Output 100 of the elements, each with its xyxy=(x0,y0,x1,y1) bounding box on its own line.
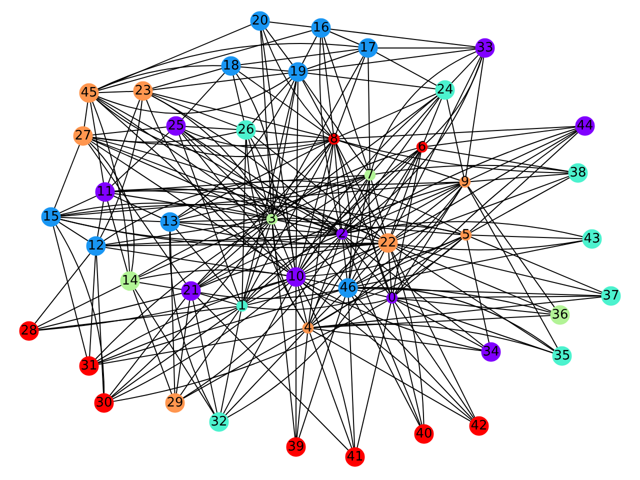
connector xyxy=(178,224,380,245)
connector xyxy=(296,80,298,268)
connector xyxy=(394,302,474,419)
connector xyxy=(184,129,330,149)
connector xyxy=(298,286,308,324)
connector xyxy=(276,218,462,236)
connector xyxy=(354,294,474,420)
connector xyxy=(52,225,88,358)
connector xyxy=(356,287,552,313)
node-circle: 1 xyxy=(236,300,248,312)
connector xyxy=(394,130,578,295)
connector xyxy=(254,130,330,139)
connector xyxy=(96,278,288,362)
connector xyxy=(276,95,438,216)
node-circle: 0 xyxy=(386,292,398,304)
node-circle: 11 xyxy=(95,182,115,202)
node-circle: 36 xyxy=(550,305,570,325)
connector xyxy=(370,179,386,235)
connector xyxy=(182,330,304,399)
node-circle: 10 xyxy=(286,267,306,287)
connector xyxy=(184,126,238,130)
connector xyxy=(394,186,463,294)
connector xyxy=(450,54,480,84)
connector xyxy=(368,180,390,294)
connector xyxy=(390,251,424,426)
node-circle: 14 xyxy=(120,271,140,291)
connector xyxy=(470,173,570,182)
connector xyxy=(200,290,340,299)
connector xyxy=(262,29,331,136)
connector xyxy=(330,28,476,48)
connector xyxy=(423,98,442,143)
node-circle: 2 xyxy=(336,228,348,240)
connector xyxy=(92,136,330,146)
connector xyxy=(276,148,418,216)
node-circle: 34 xyxy=(481,342,501,362)
node-circle: 27 xyxy=(73,126,93,146)
connector xyxy=(470,177,570,233)
connector xyxy=(104,219,268,246)
node-circle: 8 xyxy=(328,133,340,145)
connector xyxy=(334,144,342,230)
connector xyxy=(468,186,556,308)
connector xyxy=(395,238,463,296)
connector xyxy=(302,282,388,306)
node-circle: 18 xyxy=(221,56,241,76)
node-circle: 21 xyxy=(181,281,201,301)
connector xyxy=(246,248,381,306)
connector xyxy=(224,331,305,416)
connector xyxy=(89,254,96,358)
connector xyxy=(276,176,366,218)
connector xyxy=(60,218,380,248)
connector xyxy=(446,98,464,178)
connector xyxy=(312,237,462,326)
connector xyxy=(104,246,288,276)
connector xyxy=(396,240,584,250)
connector xyxy=(356,236,462,285)
connector xyxy=(98,328,304,365)
connector xyxy=(242,138,246,302)
connector xyxy=(137,176,366,277)
connector xyxy=(312,324,554,354)
connector xyxy=(302,237,339,272)
node-circle: 35 xyxy=(552,346,572,366)
connector xyxy=(243,223,271,302)
connector xyxy=(265,28,293,66)
connector xyxy=(469,132,579,232)
connector xyxy=(199,293,238,306)
connector xyxy=(96,98,330,158)
connector xyxy=(244,143,332,302)
connector xyxy=(151,68,223,89)
connector xyxy=(349,180,370,280)
connector xyxy=(299,95,438,270)
node-circle: 31 xyxy=(79,356,99,376)
connector xyxy=(111,308,238,398)
connector xyxy=(352,151,420,280)
connector xyxy=(104,234,338,246)
connector xyxy=(346,225,462,234)
connector xyxy=(470,234,584,240)
connector xyxy=(335,56,366,135)
connector xyxy=(306,50,360,70)
connector xyxy=(274,56,364,216)
connector xyxy=(371,51,477,171)
connector xyxy=(240,66,290,72)
connector xyxy=(276,220,338,234)
connector xyxy=(308,144,334,324)
connector xyxy=(396,296,602,298)
connector xyxy=(356,302,392,448)
connector xyxy=(346,236,484,347)
connector xyxy=(390,151,421,235)
connector xyxy=(309,238,341,324)
connector xyxy=(302,36,318,64)
connector xyxy=(304,184,462,273)
connector xyxy=(272,80,297,214)
connector xyxy=(248,138,272,215)
connector xyxy=(108,99,140,184)
connector xyxy=(344,179,368,230)
connector xyxy=(226,250,385,418)
connector xyxy=(346,56,483,232)
connector xyxy=(268,22,312,28)
connector xyxy=(89,142,134,272)
node-circle: 15 xyxy=(41,207,61,227)
node-circle: 3 xyxy=(266,213,278,225)
